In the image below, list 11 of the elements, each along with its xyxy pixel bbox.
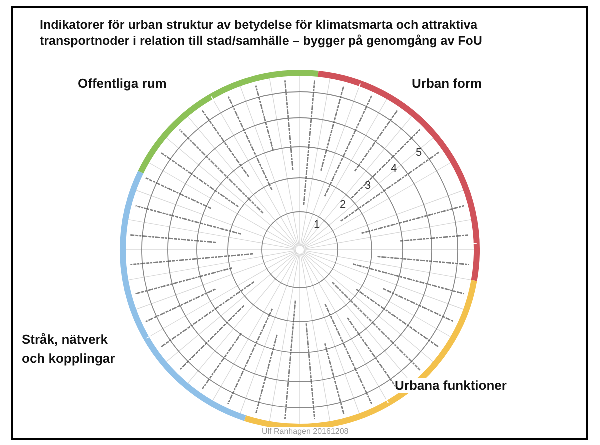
category-label: Urban form [412,76,482,91]
category-label: Stråk, nätverk och kopplingar [22,331,116,368]
ring-number: 3 [365,180,372,192]
ring-number: 5 [416,147,422,159]
ring-number: 2 [340,199,346,211]
ring-number: 4 [391,163,398,175]
ring-number: 1 [314,219,320,231]
category-label: Urbana funktioner [395,378,507,393]
title: Indikatorer för urban struktur av betydelse för klimatsmarta och attraktiva transportnoder i relation till stad/samhälle – bygger på genomgång av FoU [40,17,484,49]
category-label: Offentliga rum [78,76,167,91]
credit-text: Ulf Ranhagen 20161208 [262,427,349,436]
